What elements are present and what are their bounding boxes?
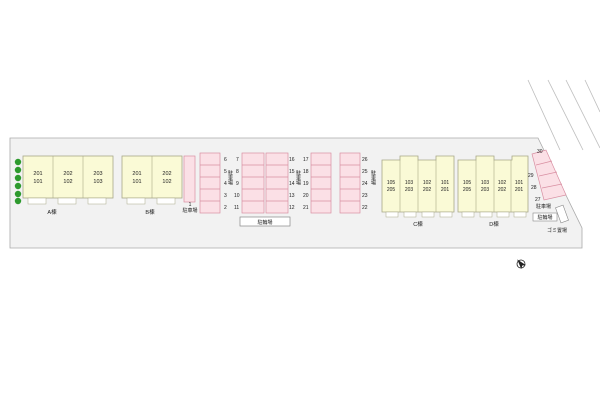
parking-numbers-col5: 26 25 24 23 22	[362, 157, 368, 211]
building-c: 105 205 103 203 102 202 101 201 C棟	[381, 155, 455, 228]
parking-numbers-col1: 6 5 4 3 2	[224, 157, 227, 211]
svg-text:203: 203	[481, 187, 490, 193]
unit-b-1-upper: 201	[132, 171, 141, 177]
parking-label-right: 駐車場	[536, 203, 551, 210]
svg-text:28: 28	[531, 185, 537, 191]
road-lines	[527, 79, 600, 151]
parking-label-vertical-2: 駐車場	[295, 169, 301, 186]
svg-text:2: 2	[224, 205, 227, 211]
svg-text:11: 11	[234, 205, 239, 211]
tree-icon	[14, 174, 22, 182]
tree-icon	[14, 158, 22, 166]
svg-text:203: 203	[405, 187, 414, 193]
parking-numbers-right: 30 29 28 27	[528, 149, 543, 203]
north-arrow-icon	[516, 259, 526, 269]
garbage-area: ゴミ置場	[547, 204, 569, 234]
parking-numbers-col2: 7 8 9 10 11	[234, 157, 240, 211]
svg-text:27: 27	[535, 197, 541, 203]
svg-text:9: 9	[236, 181, 239, 187]
svg-text:14: 14	[289, 181, 295, 187]
parking-column-2	[241, 152, 265, 214]
svg-text:8: 8	[236, 169, 239, 175]
parking-space-1: 1 駐車場	[182, 155, 198, 214]
svg-text:4: 4	[224, 181, 227, 187]
svg-text:103: 103	[481, 180, 490, 186]
bicycle-parking-right: 駐輪場	[532, 212, 558, 222]
svg-text:202: 202	[423, 187, 432, 193]
building-d-label: D棟	[489, 220, 499, 228]
tree-icon	[14, 197, 22, 205]
unit-a-3-upper: 203	[93, 171, 102, 177]
unit-a-1-lower: 101	[33, 179, 42, 185]
svg-text:202: 202	[498, 187, 507, 193]
svg-text:103: 103	[405, 180, 414, 186]
svg-text:12: 12	[289, 205, 295, 211]
parking-column-3	[265, 152, 289, 214]
bicycle-parking: 駐輪場	[239, 216, 291, 227]
unit-a-3-lower: 103	[93, 179, 102, 185]
tree-icon	[14, 166, 22, 174]
parking-numbers-col3: 16 15 14 13 12	[289, 157, 295, 211]
svg-text:駐輪場: 駐輪場	[257, 219, 272, 226]
svg-text:205: 205	[463, 187, 472, 193]
svg-text:3: 3	[224, 193, 227, 199]
parking-label-vertical-1: 駐車場	[227, 169, 233, 186]
svg-text:205: 205	[387, 187, 396, 193]
svg-text:30: 30	[537, 149, 543, 155]
svg-text:25: 25	[362, 169, 368, 175]
svg-text:16: 16	[289, 157, 295, 163]
svg-text:23: 23	[362, 193, 368, 199]
svg-text:24: 24	[362, 181, 368, 187]
svg-text:15: 15	[289, 169, 295, 175]
building-b: 201 101 202 102 B棟	[121, 155, 183, 216]
svg-text:201: 201	[441, 187, 450, 193]
svg-text:101: 101	[515, 180, 524, 186]
svg-text:19: 19	[303, 181, 309, 187]
tree-icon	[14, 182, 22, 190]
svg-text:22: 22	[362, 205, 368, 211]
svg-text:5: 5	[224, 169, 227, 175]
parking-number: 1	[189, 202, 192, 208]
svg-text:102: 102	[423, 180, 432, 186]
svg-text:20: 20	[303, 193, 309, 199]
svg-text:10: 10	[234, 193, 240, 199]
svg-text:102: 102	[498, 180, 507, 186]
unit-a-1-upper: 201	[33, 171, 42, 177]
svg-text:105: 105	[387, 180, 396, 186]
parking-right-block	[531, 149, 567, 201]
svg-text:駐輪場: 駐輪場	[537, 214, 552, 221]
unit-a-2-upper: 202	[63, 171, 72, 177]
tree-icon	[14, 190, 22, 198]
parking-numbers-col4: 17 18 19 20 21	[303, 157, 309, 211]
svg-text:26: 26	[362, 157, 368, 163]
parking-column-1	[199, 152, 221, 214]
svg-text:6: 6	[224, 157, 227, 163]
parking-label-vertical-3: 駐車場	[370, 169, 376, 186]
unit-b-2-lower: 102	[162, 179, 171, 185]
parking-column-4	[310, 152, 332, 214]
unit-b-1-lower: 101	[132, 179, 141, 185]
building-d: 105 205 103 203 102 202 101 201 D棟	[457, 155, 529, 228]
building-a-label: A棟	[47, 208, 57, 216]
unit-a-2-lower: 102	[63, 179, 72, 185]
building-b-label: B棟	[145, 208, 155, 216]
svg-text:105: 105	[463, 180, 472, 186]
parking-label: 駐車場	[182, 207, 197, 214]
building-a: 201 101 202 102 203 103 A棟	[22, 155, 114, 216]
building-c-label: C棟	[413, 220, 423, 228]
svg-text:21: 21	[303, 205, 309, 211]
svg-text:18: 18	[303, 169, 309, 175]
svg-text:7: 7	[236, 157, 239, 163]
svg-text:29: 29	[528, 173, 534, 179]
svg-text:ゴミ置場: ゴミ置場	[547, 227, 567, 234]
tree-row	[14, 158, 22, 205]
svg-text:13: 13	[289, 193, 295, 199]
parking-column-5	[339, 152, 361, 214]
svg-text:201: 201	[515, 187, 524, 193]
svg-text:101: 101	[441, 180, 450, 186]
svg-text:17: 17	[303, 157, 309, 163]
unit-b-2-upper: 202	[162, 171, 171, 177]
